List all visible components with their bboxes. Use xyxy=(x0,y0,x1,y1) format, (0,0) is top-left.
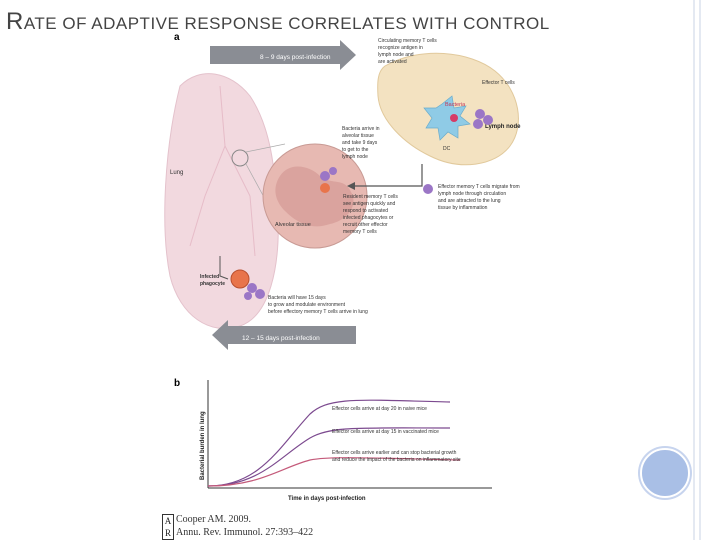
figure-panel-b: b Bacterial burden in lung Time in days … xyxy=(174,378,492,502)
arrow-top: 8 – 9 days post-infection xyxy=(210,40,356,70)
infected-label: Infected phagocyte xyxy=(200,274,225,287)
curve-vaccinated-label: Effector cells arrive at day 15 in vacci… xyxy=(332,429,439,435)
infected-phagocyte xyxy=(230,269,265,300)
curve-early-label: Effector cells arrive earlier and can st… xyxy=(332,450,461,463)
alveolar-label: Alveolar tissue xyxy=(275,222,311,228)
curve-naive-label: Effector cells arrive at day 20 in naive… xyxy=(332,406,427,412)
note-resident: Resident memory T cells see antigen quic… xyxy=(343,194,399,235)
curve-vaccinated xyxy=(207,427,451,487)
arrow-top-label: 8 – 9 days post-infection xyxy=(260,54,331,61)
panel-a-label: a xyxy=(174,32,180,43)
zoom-line-1 xyxy=(245,143,286,153)
effector-memory-cell xyxy=(423,184,433,194)
effector-label: Effector T cells xyxy=(482,80,515,86)
note-bacteria-grow: Bacteria will have 15 days to grow and m… xyxy=(268,295,368,315)
migration-arrow-head xyxy=(347,182,355,190)
lung-label: Lung xyxy=(170,170,183,176)
slide-title-rest: ATE OF ADAPTIVE RESPONSE CORRELATES WITH… xyxy=(23,14,550,33)
lung-airways xyxy=(189,85,256,257)
figure-panel-a: a 8 – 9 days post-infection Lung Alveola… xyxy=(164,32,521,350)
slide-decoration-circle xyxy=(640,448,690,498)
y-axis-label: Bacterial burden in lung xyxy=(200,411,206,480)
lymph-node-label: Lymph node xyxy=(485,124,521,130)
infected-arrow xyxy=(219,256,229,280)
lung-shape xyxy=(164,73,279,330)
note-circulating: Circulating memory T cells recognize ant… xyxy=(378,38,438,65)
alveolar-pattern xyxy=(275,166,354,227)
arrow-bottom: 12 – 15 days post-infection xyxy=(212,320,356,350)
slide-title: RATE OF ADAPTIVE RESPONSE CORRELATES WIT… xyxy=(6,4,566,42)
x-axis-label: Time in days post-infection xyxy=(288,496,366,502)
bacteria-label: Bacteria xyxy=(445,102,466,108)
note-effector-migrate: Effector memory T cells migrate from lym… xyxy=(438,184,521,211)
slide-decoration-lines xyxy=(693,0,701,540)
note-bacteria-arrive: Bacteria arrive in alveolar tissue and t… xyxy=(342,126,381,160)
dc-label: DC xyxy=(443,146,451,152)
migration-arrow xyxy=(355,164,423,187)
dendritic-cell xyxy=(423,95,471,141)
citation-line-1: Cooper AM. 2009. xyxy=(176,514,251,525)
citation-line-2: Annu. Rev. Immunol. 27:393–422 xyxy=(176,527,314,538)
arrow-bottom-label: 12 – 15 days post-infection xyxy=(242,335,320,342)
effector-t-cells xyxy=(473,109,493,129)
lung-focus-circle xyxy=(231,149,249,167)
panel-b-label: b xyxy=(174,378,180,389)
alveolar-cells xyxy=(320,167,337,193)
curve-naive xyxy=(207,399,451,487)
curve-early xyxy=(207,457,461,487)
slide-title-initial: R xyxy=(6,8,24,35)
